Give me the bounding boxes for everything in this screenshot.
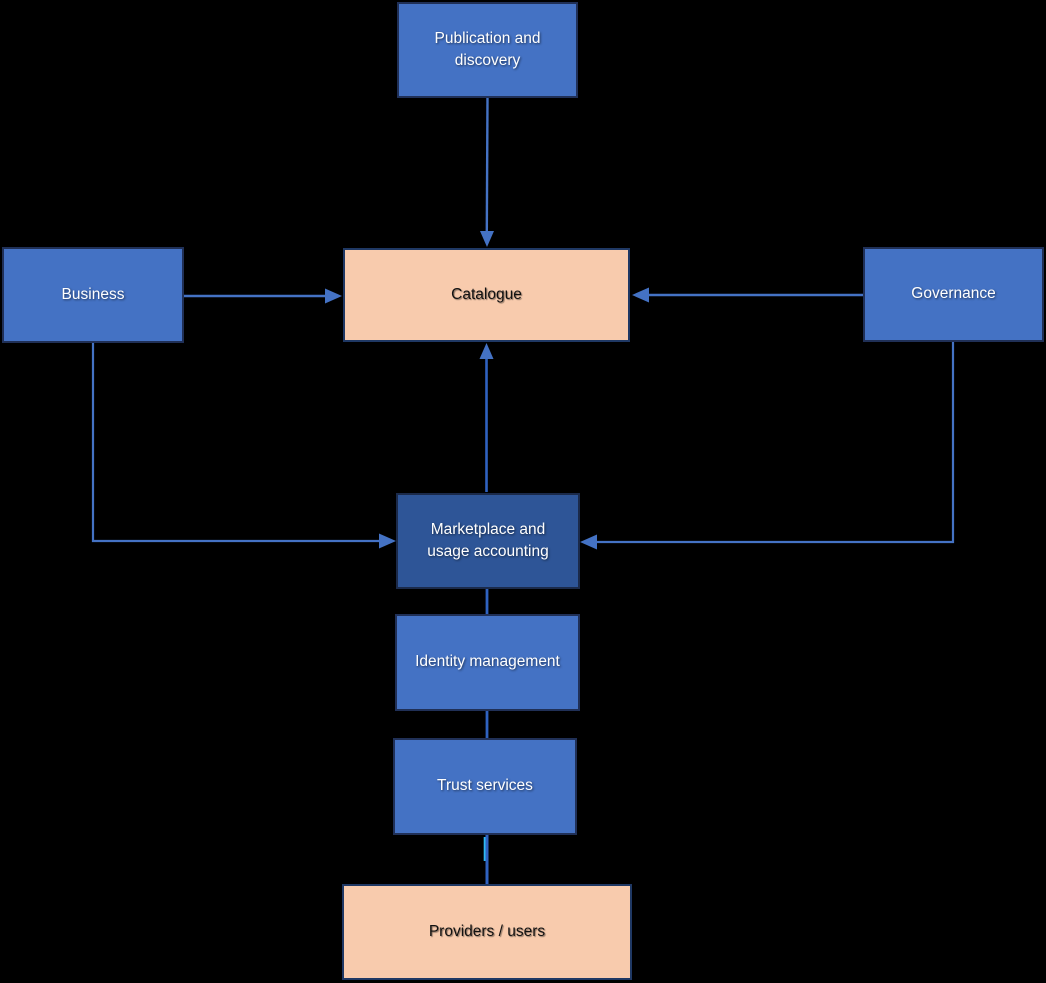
node-catalogue: Catalogue — [343, 248, 630, 342]
node-business-label: Business — [61, 285, 125, 303]
node-trust-services-label: Trust services — [437, 777, 533, 795]
node-identity-management-label: Identity management — [415, 653, 560, 671]
node-marketplace-and-usage-accounting-label: Marketplace and usage accounting — [427, 520, 549, 560]
node-trust-services: Trust services — [393, 738, 577, 835]
connector-business-to-catalogue — [184, 288, 342, 304]
node-marketplace-and-usage-accounting: Marketplace and usage accounting — [396, 493, 580, 589]
node-governance-label: Governance — [911, 285, 996, 303]
node-identity-management: Identity management — [395, 614, 580, 711]
node-governance: Governance — [863, 247, 1044, 342]
connector-marketplace-to-catalogue — [479, 343, 494, 492]
node-providers-users: Providers / users — [342, 884, 632, 980]
connector-governance-to-catalogue — [632, 287, 863, 303]
node-business: Business — [2, 247, 184, 343]
node-publication-and-discovery-label: Publication and discovery — [434, 29, 541, 69]
connector-trust-to-providers — [483, 835, 489, 884]
connector-governance-to-marketplace — [580, 342, 955, 550]
node-catalogue-label: Catalogue — [451, 285, 522, 303]
connector-business-to-marketplace — [91, 343, 396, 549]
node-providers-users-label: Providers / users — [428, 922, 546, 940]
node-publication-and-discovery: Publication and discovery — [397, 2, 578, 98]
connector-publication-to-catalogue — [480, 97, 494, 247]
